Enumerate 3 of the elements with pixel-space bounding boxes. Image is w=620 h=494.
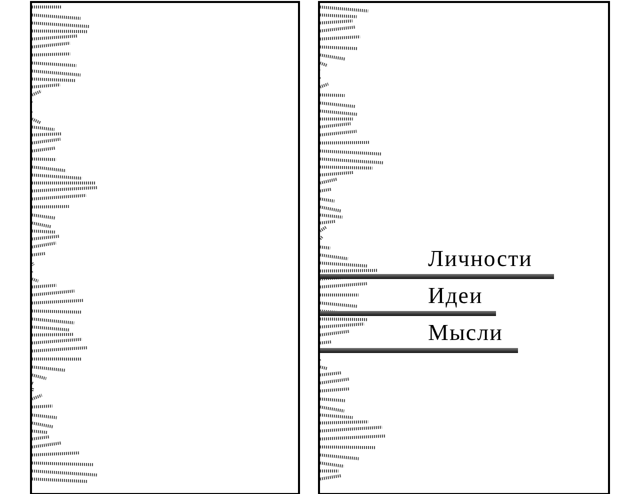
series-title-word: Идеи [428, 284, 483, 307]
series-title-word: Личности [428, 247, 532, 270]
series-title-word: Мысли [428, 321, 503, 344]
